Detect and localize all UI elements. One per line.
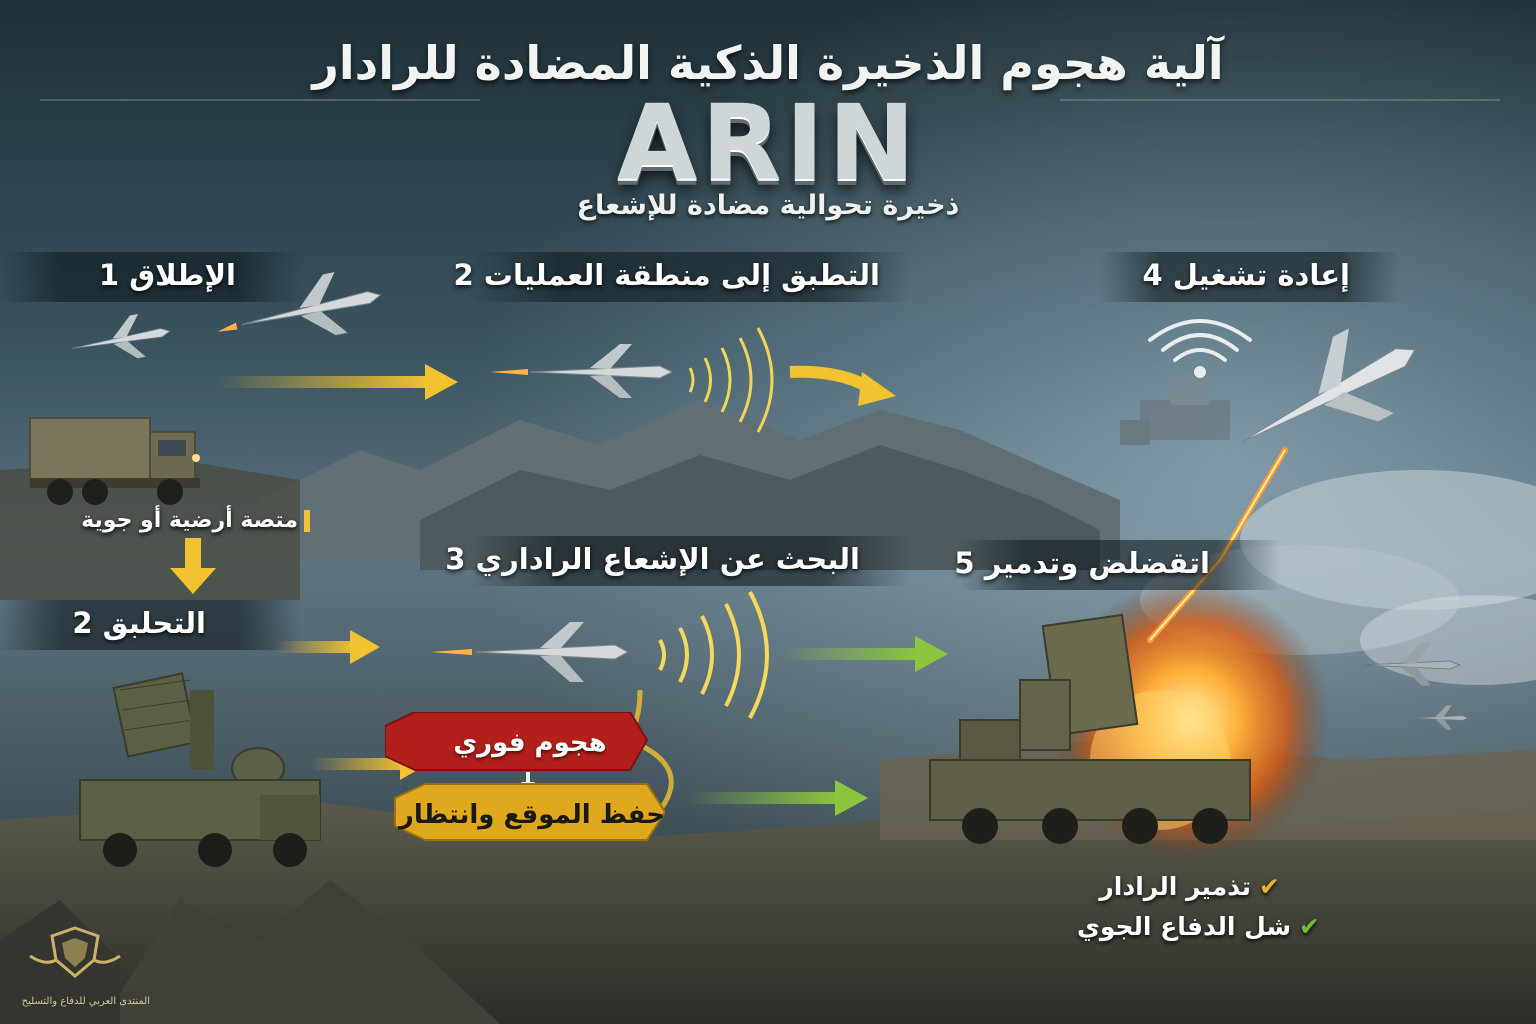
brand-logo-text: ARIN xyxy=(616,82,920,204)
ribbon-immediate-shape xyxy=(385,712,649,771)
launcher-truck xyxy=(29,417,200,505)
platform-tag-label: متصة أرضية أو جوية xyxy=(81,508,298,533)
platform-tag: متصة أرضية أو جوية xyxy=(60,508,310,533)
drone-launch-2 xyxy=(71,314,171,359)
page-title: آلية هجوم الذخيرة الذكية المضادة للرادار xyxy=(312,36,1224,90)
step-search-label: البحث عن الإشعاع الراداري xyxy=(475,542,861,576)
drone-dive xyxy=(1241,328,1416,443)
step-strike-label: اتقضلض وتدمير xyxy=(984,546,1210,580)
signal-waves-cruise xyxy=(688,327,774,433)
step-restart-label: إعادة تشغيل xyxy=(1172,258,1350,292)
signal-waves-search xyxy=(658,591,769,719)
drone-search xyxy=(430,622,630,682)
result-air-defense-disabled-label: شل الدفاع الجوي xyxy=(1076,912,1292,941)
drone-cruise xyxy=(490,344,674,398)
radar-station xyxy=(1120,375,1230,445)
forum-logo xyxy=(29,926,121,978)
band-step-to-ops xyxy=(470,252,910,302)
page-subtitle: ذخيرة تحوالية مضادة للإشعاع xyxy=(576,190,960,221)
tag-marker xyxy=(304,510,310,532)
decision-immediate-attack: هجوم فوري xyxy=(453,728,607,758)
band-step-restart xyxy=(1100,252,1400,302)
arrow-platform-down xyxy=(170,538,216,594)
arrow-cruise-curve xyxy=(789,365,896,406)
band-step-loiter xyxy=(0,600,300,650)
step-loiter: التحلبق 2 xyxy=(56,606,206,640)
step-launch-label: الإطلاق xyxy=(129,258,236,292)
result-air-defense-disabled: ✔شل الدفاع الجوي xyxy=(1077,912,1320,941)
step-loiter-label: التحلبق xyxy=(102,606,206,640)
jet-escort-2 xyxy=(1412,705,1469,730)
decision-ribbons xyxy=(385,712,665,841)
radar-signal-icon xyxy=(1148,319,1252,378)
decision-hold-and-wait: حفظ الموقع وانتظار xyxy=(398,800,665,830)
band-step-search xyxy=(470,536,910,586)
step-launch: الإطلاق 1 xyxy=(56,258,236,292)
step-restart-number: 4 xyxy=(1142,258,1163,292)
jet-escort-1 xyxy=(1361,642,1461,686)
step-to-ops: التطبق إلى منطقة العمليات 2 xyxy=(454,258,881,292)
check-icon: ✔ xyxy=(1299,912,1320,941)
arrow-search-to-strike xyxy=(780,636,948,672)
target-radar-vehicle xyxy=(929,613,1251,844)
step-launch-number: 1 xyxy=(98,258,120,292)
step-loiter-number: 2 xyxy=(72,606,93,640)
step-search: البحث عن الإشعاع الراداري 3 xyxy=(445,542,860,576)
ribbon-hold-shape xyxy=(394,783,665,841)
step-to-ops-label: التطبق إلى منطقة العمليات xyxy=(483,258,880,292)
step-strike: اتقضلض وتدمير 5 xyxy=(954,546,1210,580)
step-restart: إعادة تشغيل 4 xyxy=(1142,258,1350,292)
band-step-launch xyxy=(0,252,300,302)
result-radar-destroyed-label: تذمير الرادار xyxy=(1099,872,1252,901)
band-step-strike xyxy=(960,540,1280,590)
radar-vehicle-left xyxy=(79,672,321,867)
step-strike-number: 5 xyxy=(954,546,975,580)
drone-launch-1 xyxy=(217,272,382,336)
check-icon: ✔ xyxy=(1259,872,1280,901)
result-radar-destroyed: ✔تذمير الرادار xyxy=(1090,872,1280,901)
arrow-hold-to-strike xyxy=(688,780,868,816)
arrow-launch-to-cruise xyxy=(215,364,458,400)
step-search-number: 3 xyxy=(445,542,466,576)
step-to-ops-number: 2 xyxy=(453,258,474,292)
forum-logo-caption: المنتدى العربي للدفاع والتسليح xyxy=(21,996,150,1007)
